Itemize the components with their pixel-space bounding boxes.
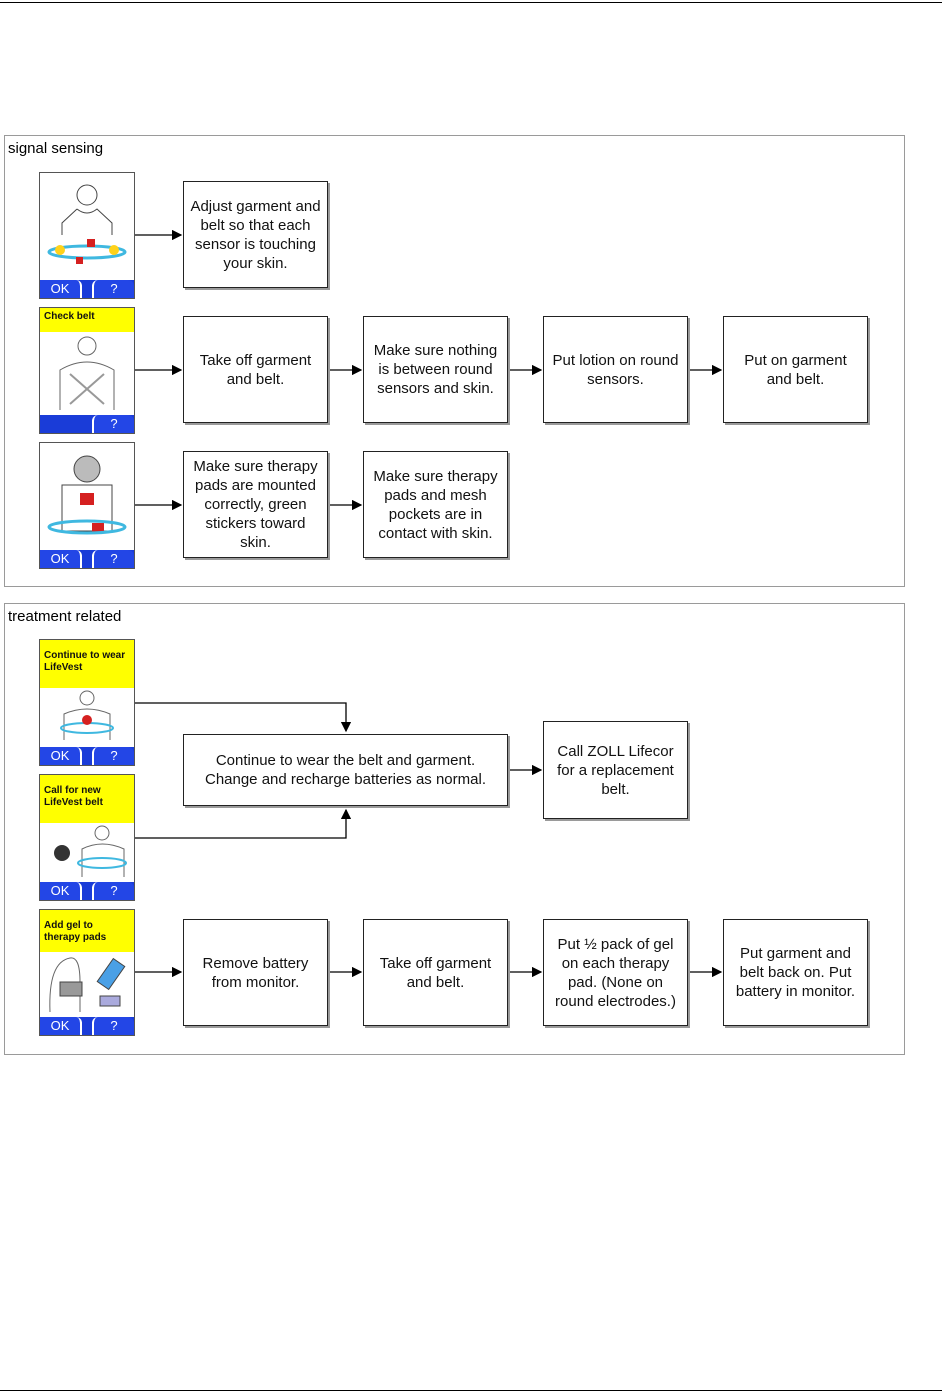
screen-header: Continue to wear LifeVest	[40, 640, 134, 688]
screen-header: Call for new LifeVest belt	[40, 775, 134, 823]
monitor-screen-therapy-pads: OK ?	[39, 442, 135, 569]
gel-pack-icon	[49, 957, 126, 1013]
monitor-screen-sensors: OK ?	[39, 172, 135, 299]
panel-title: treatment related	[8, 608, 122, 625]
help-button[interactable]: ?	[92, 550, 134, 568]
step-remove-battery: Remove battery from monitor.	[183, 919, 328, 1026]
step-pads-contact: Make sure therapy pads and mesh pockets …	[363, 451, 508, 558]
step-nothing-between: Make sure nothing is between round senso…	[363, 316, 508, 423]
help-button[interactable]: ?	[92, 747, 134, 765]
step-put-gel: Put ½ pack of gel on each therapy pad. (…	[543, 919, 688, 1026]
body-figure-icon	[59, 336, 115, 410]
help-button[interactable]: ?	[92, 415, 134, 433]
monitor-screen-continue-wear: Continue to wear LifeVest OK ?	[39, 639, 135, 766]
ok-button[interactable]: OK	[40, 882, 82, 900]
body-figure-icon	[47, 184, 127, 264]
step-take-off-garment: Take off garment and belt.	[183, 316, 328, 423]
help-button[interactable]: ?	[92, 882, 134, 900]
step-take-off-garment: Take off garment and belt.	[363, 919, 508, 1026]
step-continue-wearing: Continue to wear the belt and garment. C…	[183, 734, 508, 806]
arrow	[135, 702, 352, 733]
panel-title: signal sensing	[8, 140, 104, 157]
monitor-screen-add-gel: Add gel to therapy pads OK ?	[39, 909, 135, 1036]
ok-button[interactable]: OK	[40, 747, 82, 765]
arrow	[135, 808, 352, 839]
step-put-lotion: Put lotion on round sensors.	[543, 316, 688, 423]
ok-button[interactable]: OK	[40, 550, 82, 568]
body-figure-icon	[60, 690, 114, 740]
body-figure-icon	[47, 455, 127, 535]
screen-header: Check belt	[40, 308, 134, 332]
bottom-rule	[0, 1390, 942, 1391]
monitor-screen-call-new-belt: Call for new LifeVest belt OK ?	[39, 774, 135, 901]
step-call-zoll: Call ZOLL Lifecor for a replacement belt…	[543, 721, 688, 819]
step-adjust-garment: Adjust garment and belt so that each sen…	[183, 181, 328, 288]
ok-button[interactable]: OK	[40, 280, 82, 298]
screen-header: Add gel to therapy pads	[40, 910, 134, 952]
top-rule	[0, 2, 942, 3]
monitor-screen-check-belt: Check belt ?	[39, 307, 135, 434]
step-put-on-garment: Put on garment and belt.	[723, 316, 868, 423]
step-put-garment-back: Put garment and belt back on. Put batter…	[723, 919, 868, 1026]
ok-button[interactable]: OK	[40, 1017, 82, 1035]
help-button[interactable]: ?	[92, 280, 134, 298]
help-button[interactable]: ?	[92, 1017, 134, 1035]
step-pads-mounted: Make sure therapy pads are mounted corre…	[183, 451, 328, 558]
body-figure-icon	[54, 825, 127, 877]
